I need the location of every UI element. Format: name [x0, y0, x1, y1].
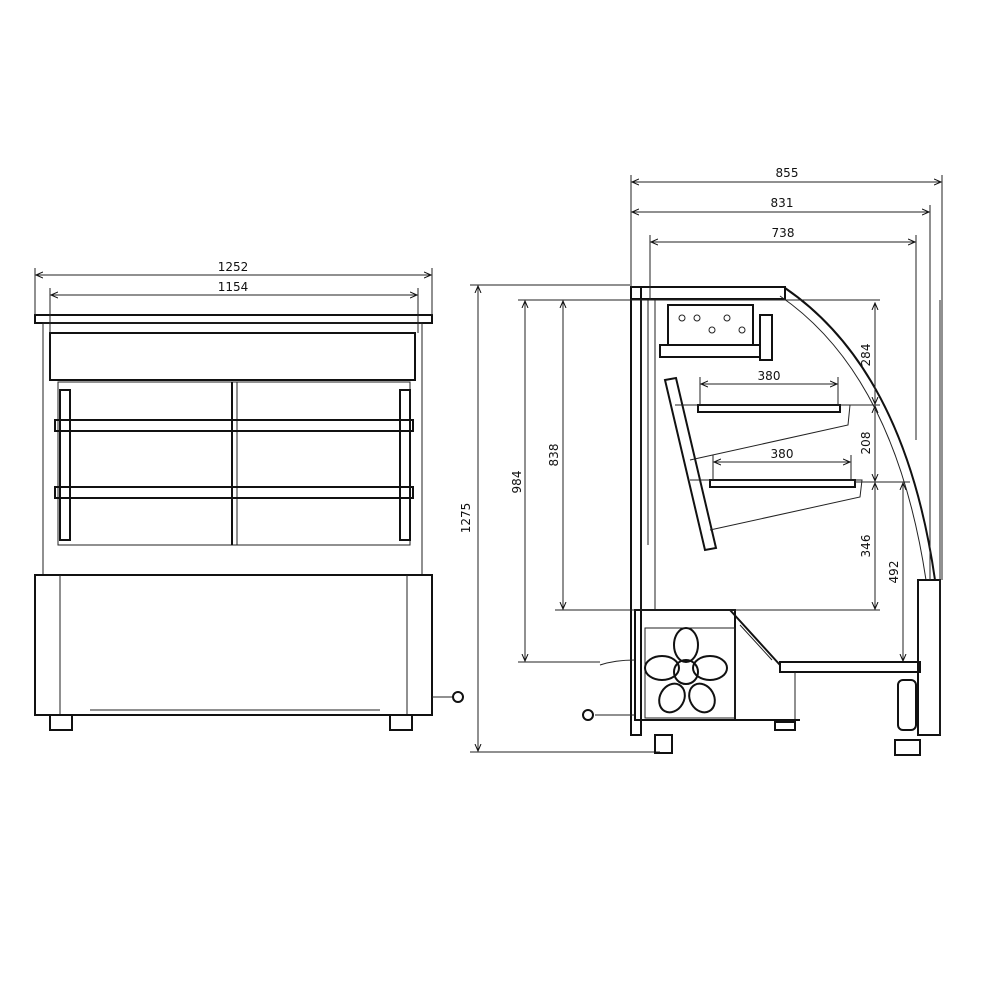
dim-1275: 1275 [459, 503, 473, 534]
side-view [582, 286, 941, 756]
dim-380-lower: 380 [771, 447, 794, 461]
front-dimensions: 1252 1154 1275 [34, 260, 660, 753]
shelf-bracket-upright [663, 376, 718, 552]
side-shelf-lower [709, 479, 856, 488]
side-dimensions: 855 831 738 984 838 284 208 346 492 380 … [510, 166, 943, 663]
front-base [34, 574, 433, 716]
front-shelf-upper [54, 419, 414, 432]
dim-1252: 1252 [218, 260, 249, 274]
foot [894, 739, 921, 756]
dim-984: 984 [510, 471, 524, 494]
compressor-housing [634, 609, 736, 721]
dim-855: 855 [776, 166, 799, 180]
dim-346: 346 [859, 535, 873, 558]
foot [389, 714, 413, 731]
foot [49, 714, 73, 731]
foot [774, 721, 796, 731]
dim-1154: 1154 [218, 280, 249, 294]
dim-831: 831 [771, 196, 794, 210]
dim-838: 838 [547, 444, 561, 467]
foot [654, 734, 673, 754]
dim-492: 492 [887, 561, 901, 584]
dim-380-upper: 380 [758, 369, 781, 383]
front-view [34, 314, 464, 731]
dim-738: 738 [772, 226, 795, 240]
dim-208: 208 [859, 432, 873, 455]
front-shelf-lower [54, 486, 414, 499]
fan-icon [644, 627, 736, 719]
dim-284: 284 [859, 344, 873, 367]
power-plug-icon [432, 691, 464, 703]
power-plug-icon [582, 709, 635, 721]
side-shelf-upper [697, 404, 841, 413]
